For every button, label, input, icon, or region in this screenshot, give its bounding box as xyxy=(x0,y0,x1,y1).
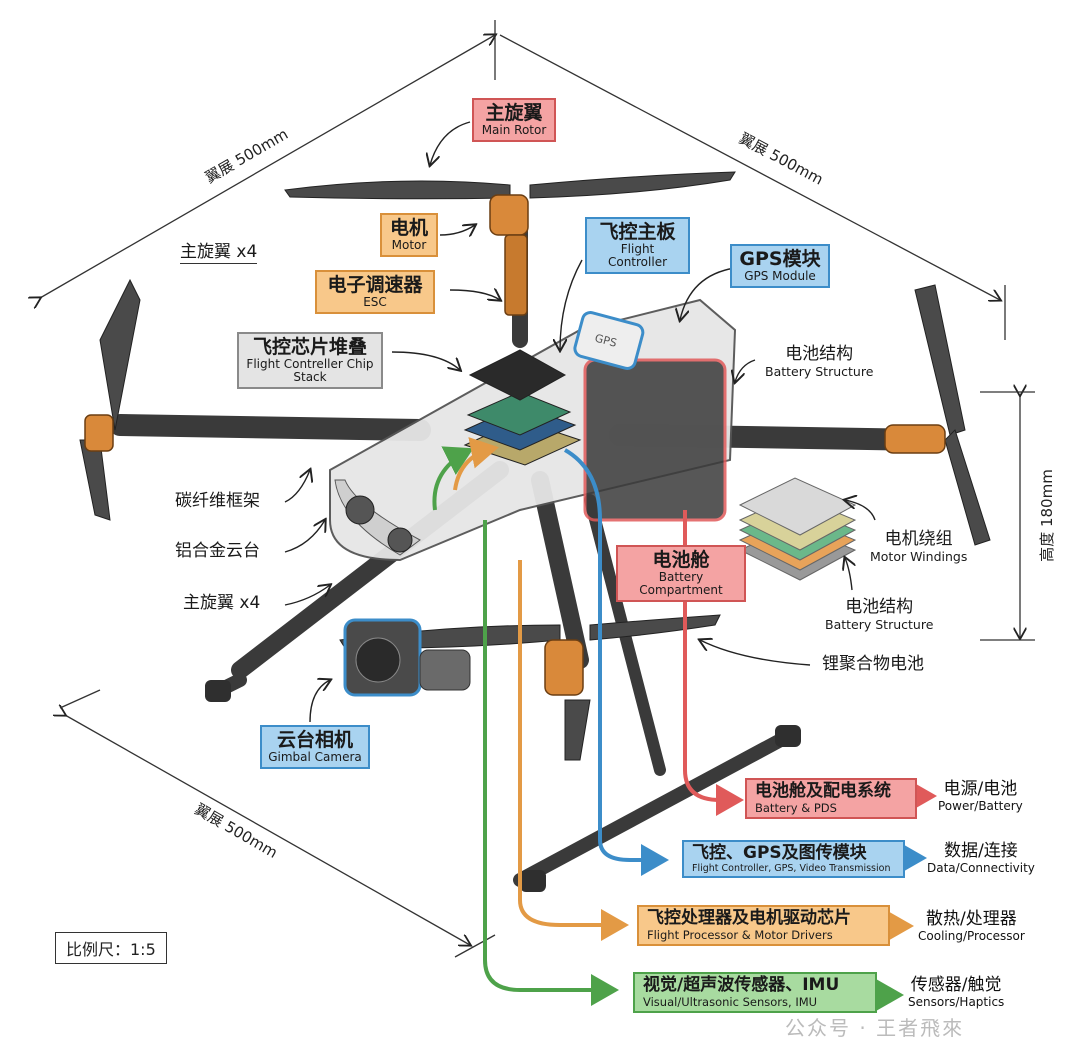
label-alloy-gimbal: 铝合金云台 xyxy=(175,541,260,561)
landing-skids xyxy=(205,680,801,892)
label-rotor-x4-mid: 主旋翼 x4 xyxy=(183,593,261,613)
label-battery-compartment: 电池舱 Battery Compartment xyxy=(616,545,746,603)
height-label: 高度 180mm xyxy=(1037,469,1056,562)
battery-layers xyxy=(738,477,857,581)
label-gps-module: GPS模块 GPS Module xyxy=(730,244,830,289)
system-flow-lines xyxy=(432,437,744,1006)
category-arrows xyxy=(876,780,937,1011)
system-battery-pds: 电池舱及配电系统 Battery & PDS xyxy=(745,778,917,819)
label-rotor-x4-top: 主旋翼 x4 xyxy=(180,242,258,264)
category-data-connectivity: 数据/连接 Data/Connectivity xyxy=(927,841,1035,875)
label-flight-controller: 飞控主板 Flight Controller xyxy=(585,217,690,275)
label-motor-windings: 电机绕组 Motor Windings xyxy=(870,529,968,564)
dimension-lines xyxy=(40,20,1035,958)
gimbal-camera-body xyxy=(343,618,471,697)
system-sensors-imu: 视觉/超声波传感器、IMU Visual/Ultrasonic Sensors,… xyxy=(633,972,877,1013)
label-motor: 电机 Motor xyxy=(380,213,438,258)
motors xyxy=(84,194,946,696)
category-cooling-processor: 散热/处理器 Cooling/Processor xyxy=(918,909,1025,943)
system-processor-drivers: 飞控处理器及电机驱动芯片 Flight Processor & Motor Dr… xyxy=(637,905,890,946)
propellers xyxy=(79,171,991,761)
category-sensors-haptics: 传感器/触觉 Sensors/Haptics xyxy=(908,975,1005,1009)
category-power-battery: 电源/电池 Power/Battery xyxy=(938,779,1023,813)
system-flight-gps-video: 飞控、GPS及图传模块 Flight Controller, GPS, Vide… xyxy=(682,840,905,879)
label-lipo-battery: 锂聚合物电池 xyxy=(822,654,924,674)
label-battery-structure-top: 电池结构 Battery Structure xyxy=(765,344,874,379)
label-chip-stack: 飞控芯片堆叠 Flight Contreller Chip Stack xyxy=(237,332,383,390)
leader-arrows xyxy=(284,121,876,723)
label-battery-structure-bottom: 电池结构 Battery Structure xyxy=(825,597,934,632)
gps-chip-mark: GPS xyxy=(593,332,618,350)
watermark: 公众号 · 王者飛來 xyxy=(785,1016,965,1040)
label-main-rotor: 主旋翼 Main Rotor xyxy=(472,98,556,143)
label-carbon-frame: 碳纤维框架 xyxy=(175,491,260,511)
label-gimbal-camera: 云台相机 Gimbal Camera xyxy=(260,725,370,770)
label-esc: 电子调速器 ESC xyxy=(315,270,435,315)
scale-label: 比例尺：1:5 xyxy=(55,932,167,964)
